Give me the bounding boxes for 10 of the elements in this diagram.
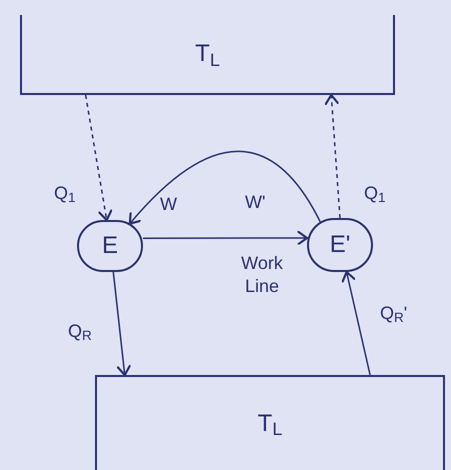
- arrow: [341, 270, 371, 376]
- work-label: W': [245, 191, 266, 214]
- arrow: [112, 272, 132, 376]
- arrow: [128, 150, 321, 225]
- dashed-arrow: [84, 94, 113, 222]
- reservoir-box: T$_{L}$: [95, 375, 445, 470]
- reservoir-box: T$_{L}$: [20, 15, 395, 95]
- arrow: [143, 230, 308, 246]
- work-label: W: [160, 193, 177, 216]
- dashed-arrow: [324, 94, 341, 218]
